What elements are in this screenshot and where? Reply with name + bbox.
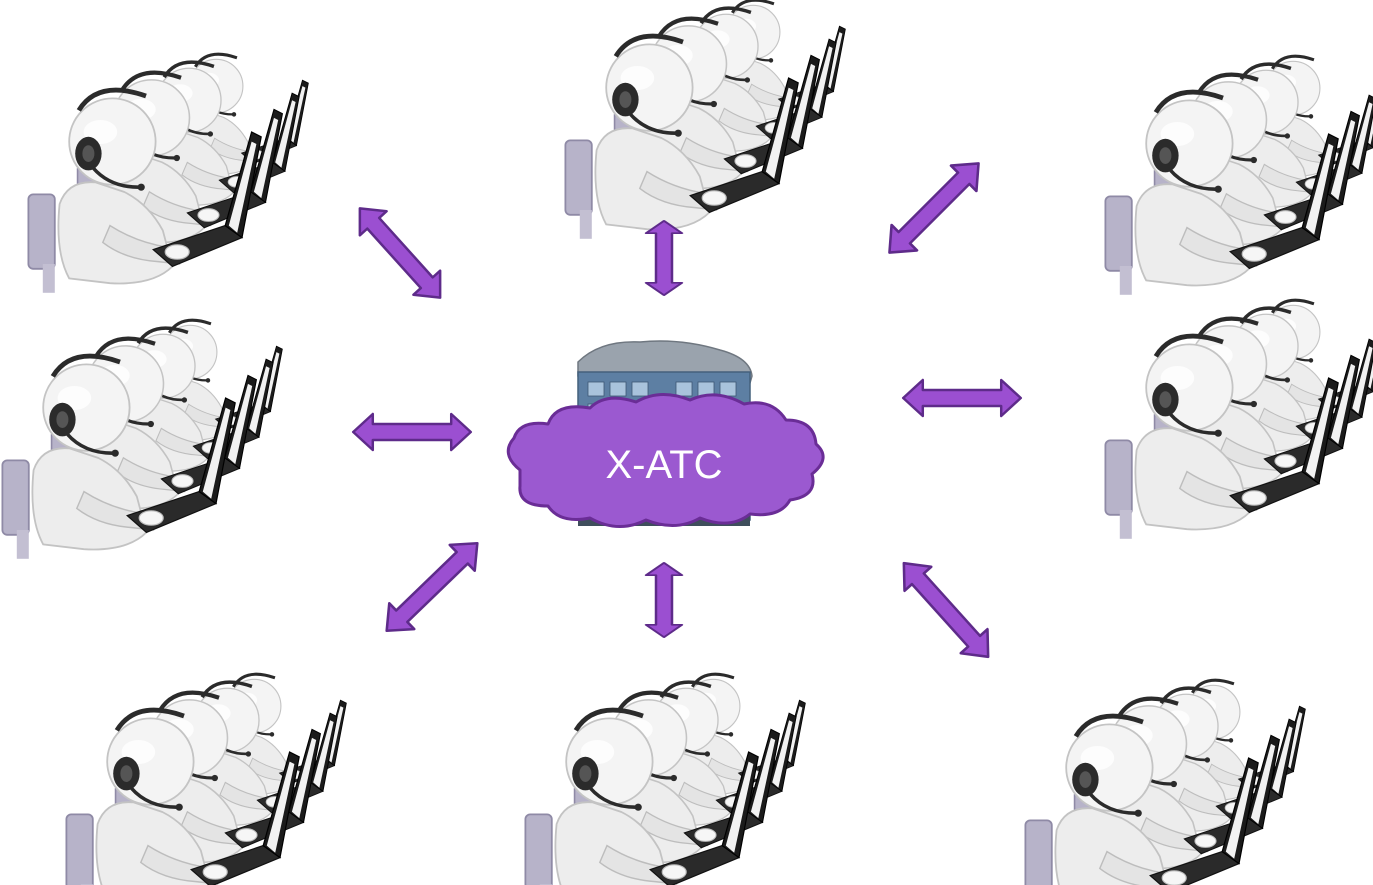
operator-group-middle-left (2, 320, 282, 559)
hub-label: X-ATC (605, 443, 722, 487)
arrow-top-center (644, 219, 684, 297)
operator-group-bottom-center (525, 674, 805, 885)
arrow-bottom-left (372, 529, 492, 645)
operator-group-top-right (1105, 56, 1373, 295)
arrow-bottom-right (889, 549, 1003, 671)
arrow-bottom-center (644, 561, 684, 639)
operator-group-bottom-left (66, 674, 346, 885)
arrow-middle-left (351, 412, 473, 452)
hub-cloud: X-ATC (506, 393, 825, 528)
arrow-top-left (345, 195, 455, 311)
operator-group-middle-right (1105, 300, 1373, 539)
operator-group-top-left (28, 54, 308, 293)
arrow-top-right (875, 149, 993, 267)
arrow-middle-right (901, 378, 1023, 418)
operator-group-bottom-right (1025, 680, 1305, 885)
operator-group-top-center (565, 0, 845, 239)
